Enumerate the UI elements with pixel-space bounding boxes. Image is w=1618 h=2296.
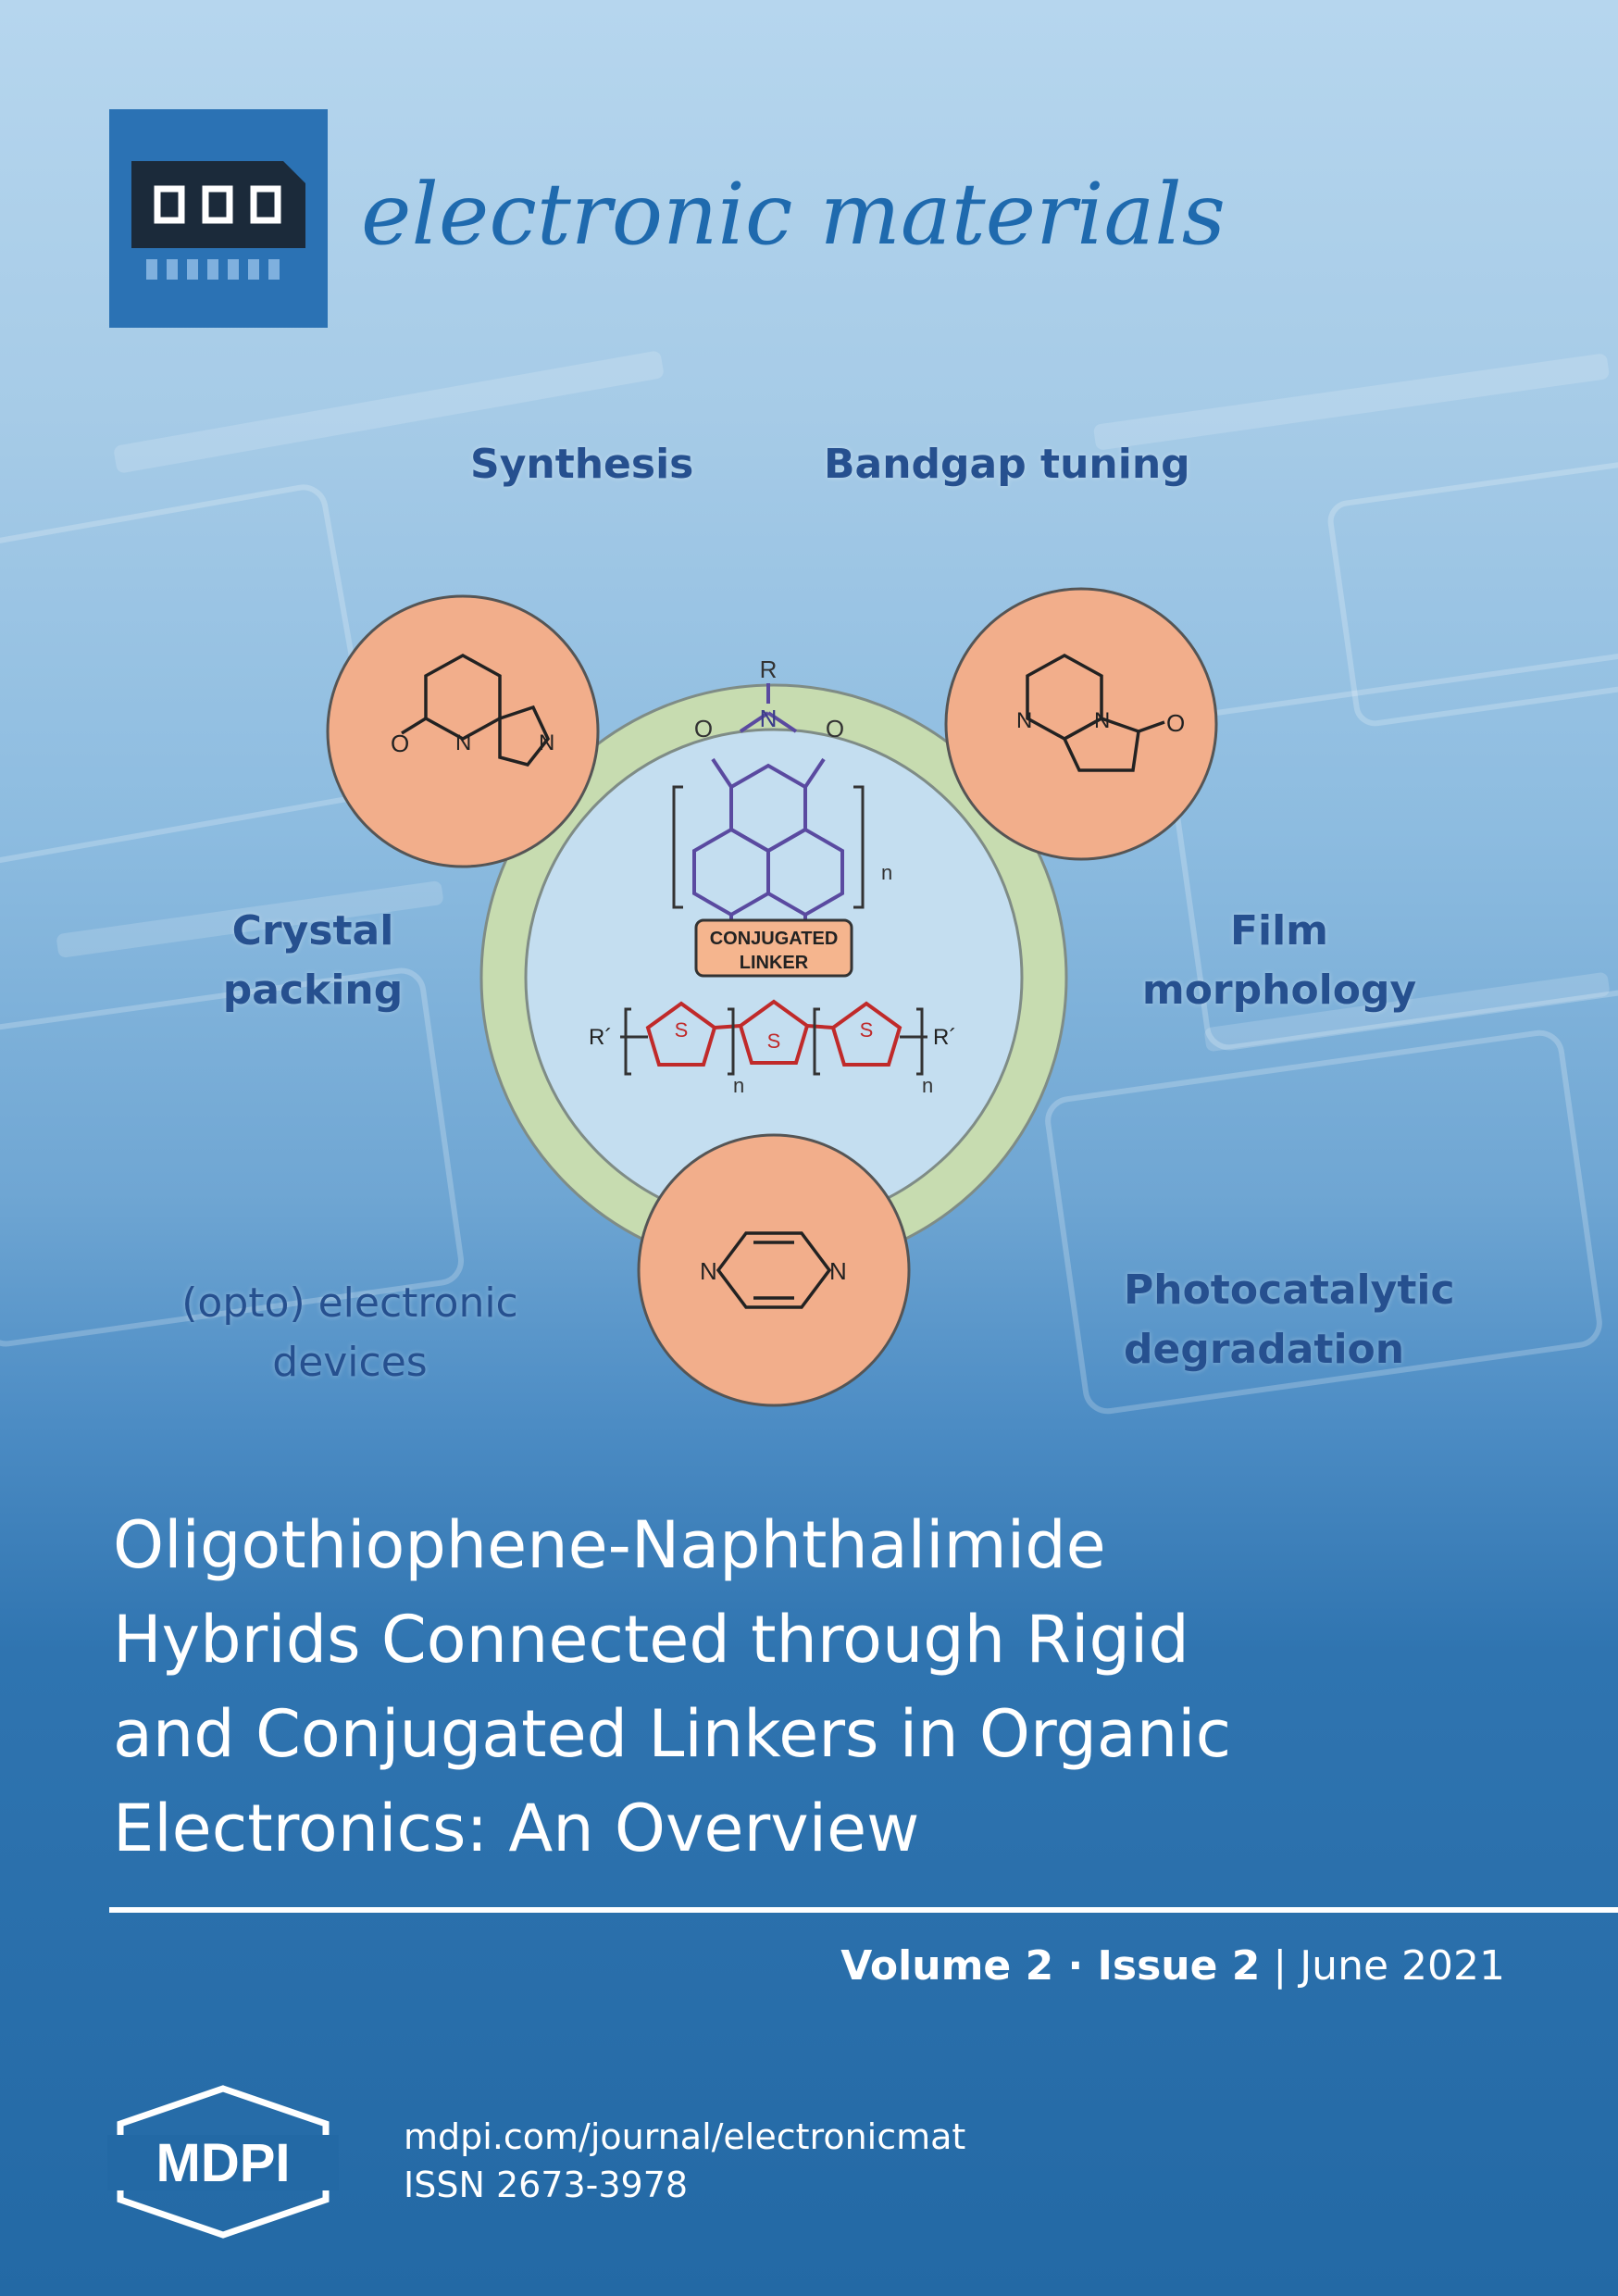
atom-n-imide: N [760, 705, 778, 732]
molecular-diagram: R N O O n CONJUGATED LINKER R´ R´ S S S … [326, 587, 1218, 1407]
right-molecule [1026, 654, 1165, 772]
right-atom-n2: N [1094, 708, 1110, 733]
keyword-opto-line1: (opto) electronic [181, 1279, 518, 1327]
linker-label-line2: LINKER [740, 953, 809, 973]
issue-separator: · [1053, 1942, 1098, 1990]
orange-circle-bottom [637, 1133, 911, 1407]
keyword-film-morphology: Film morphology [1140, 902, 1418, 1020]
chip-icon [131, 161, 305, 280]
oligothiophene-brackets [620, 1007, 927, 1076]
article-title-line2: Hybrids Connected through Rigid [113, 1602, 1189, 1678]
divider-line [109, 1907, 1618, 1913]
orange-circle-left [326, 594, 600, 868]
issue-label: Issue 2 [1097, 1942, 1261, 1990]
keyword-bandgap-tuning: Bandgap tuning [824, 441, 1190, 488]
conjugated-linker-box [694, 918, 853, 978]
left-atom-n1: N [455, 730, 471, 755]
left-atom-n2: N [539, 730, 554, 755]
right-atom-o: O [1166, 709, 1185, 737]
keyword-crystal-packing: Crystal packing [220, 902, 405, 1020]
orange-circle-right [944, 587, 1218, 861]
atom-r-prime-left: R´ [589, 1025, 612, 1050]
linker-label-line1: CONJUGATED [710, 929, 839, 949]
atom-s-right: S [860, 1018, 874, 1042]
keyword-crystal-line2: packing [222, 967, 404, 1014]
atom-o-left: O [694, 715, 713, 742]
keyword-photocatalytic-degradation: Photocatalytic degradation [1124, 1261, 1455, 1379]
subscript-n-right: n [922, 1074, 933, 1097]
article-title-line3: and Conjugated Linkers in Organic [113, 1696, 1232, 1772]
journal-url[interactable]: mdpi.com/journal/electronicmat [404, 2116, 966, 2157]
keyword-film-line2: morphology [1141, 967, 1417, 1014]
pyrazine-atom-n1: N [700, 1257, 717, 1285]
issue-date: June 2021 [1300, 1942, 1505, 1990]
atom-s-center: S [767, 1029, 781, 1053]
issue-bar: | [1260, 1942, 1301, 1990]
oligothiophene-structure [645, 999, 902, 1067]
left-atom-o: O [391, 730, 409, 757]
keyword-synthesis: Synthesis [470, 441, 694, 488]
article-title-line4: Electronics: An Overview [113, 1791, 920, 1866]
keyword-crystal-line1: Crystal [231, 907, 394, 955]
footer-info: mdpi.com/journal/electronicmat ISSN 2673… [404, 2113, 965, 2209]
issn-number: ISSN 2673-3978 [404, 2165, 689, 2205]
atom-r: R [760, 655, 778, 683]
subscript-n-top: n [881, 861, 892, 884]
volume-label: Volume 2 [840, 1942, 1054, 1990]
keyword-opto-devices: (opto) electronic devices [156, 1274, 544, 1392]
article-title: Oligothiophene-Naphthalimide Hybrids Con… [113, 1498, 1557, 1876]
journal-name: electronic materials [361, 165, 1226, 264]
keyword-film-line1: Film [1229, 907, 1329, 955]
keyword-photo-line2: degradation [1124, 1326, 1405, 1373]
pyrazine-molecule [716, 1231, 832, 1309]
naphthalimide-structure [672, 683, 865, 944]
issue-info: Volume 2 · Issue 2 | June 2021 [840, 1942, 1505, 1990]
journal-logo [109, 109, 328, 328]
keyword-photo-line1: Photocatalytic [1124, 1267, 1455, 1314]
right-atom-n1: N [1016, 708, 1032, 733]
atom-o-right: O [826, 715, 844, 742]
keyword-opto-line2: devices [272, 1339, 428, 1386]
mdpi-wordmark: MDPI [156, 2133, 291, 2193]
atom-s-left: S [675, 1018, 689, 1042]
pyrazine-atom-n2: N [829, 1257, 847, 1285]
subscript-n-left: n [733, 1074, 744, 1097]
atom-r-prime-right: R´ [933, 1025, 956, 1050]
left-molecule [401, 654, 551, 767]
article-title-line1: Oligothiophene-Naphthalimide [113, 1507, 1106, 1583]
mdpi-logo: MDPI [107, 2085, 339, 2239]
